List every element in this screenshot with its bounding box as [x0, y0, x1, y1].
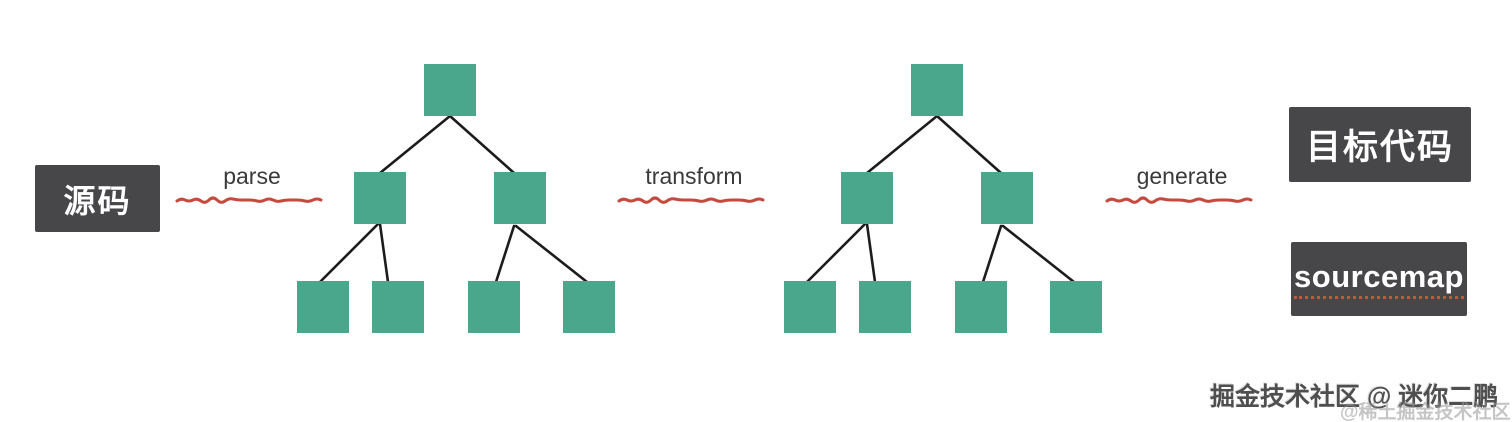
tree-node — [297, 281, 349, 333]
tree-node — [354, 172, 406, 224]
watermark-secondary: @稀土掘金技术社区 — [1340, 402, 1511, 422]
tree-edge — [935, 114, 1003, 175]
transform-underline-squiggle — [617, 196, 765, 204]
parse-underline-squiggle — [175, 196, 323, 204]
tree-edge — [865, 114, 939, 175]
source-code-box: 源码 — [35, 165, 160, 232]
tree-edge — [805, 222, 867, 284]
source-code-label: 源码 — [63, 182, 132, 219]
tree-node — [841, 172, 893, 224]
sourcemap-label: sourcemap — [1294, 259, 1464, 299]
target-code-box: 目标代码 — [1289, 107, 1471, 182]
tree-node — [372, 281, 424, 333]
tree-node — [981, 172, 1033, 224]
tree-edge — [318, 222, 380, 284]
tree-edge — [378, 222, 390, 284]
sourcemap-box: sourcemap — [1291, 242, 1467, 316]
tree-node-root — [911, 64, 963, 116]
tree-edge — [1001, 224, 1076, 284]
tree-edge — [494, 224, 516, 284]
generate-label: generate — [1136, 163, 1228, 189]
generate-underline-squiggle — [1105, 196, 1253, 204]
tree-node-root — [424, 64, 476, 116]
tree-edge — [378, 114, 452, 175]
step-transform: transform — [616, 163, 772, 205]
target-code-label: 目标代码 — [1305, 128, 1454, 167]
ast-tree-before — [297, 64, 615, 333]
ast-tree-after — [784, 64, 1102, 333]
tree-node — [468, 281, 520, 333]
watermark-primary: 掘金技术社区 @ 迷你二鹏 — [1210, 383, 1499, 411]
transform-label: transform — [645, 163, 743, 189]
step-generate: generate — [1104, 163, 1260, 205]
tree-node — [784, 281, 836, 333]
tree-edge — [981, 224, 1003, 284]
tree-node — [955, 281, 1007, 333]
tree-node — [563, 281, 615, 333]
tree-node — [494, 172, 546, 224]
tree-node — [859, 281, 911, 333]
step-parse: parse — [174, 163, 330, 205]
parse-label: parse — [223, 163, 281, 189]
tree-edge — [865, 222, 877, 284]
tree-node — [1050, 281, 1102, 333]
tree-edge — [514, 224, 589, 284]
tree-edge — [448, 114, 516, 175]
